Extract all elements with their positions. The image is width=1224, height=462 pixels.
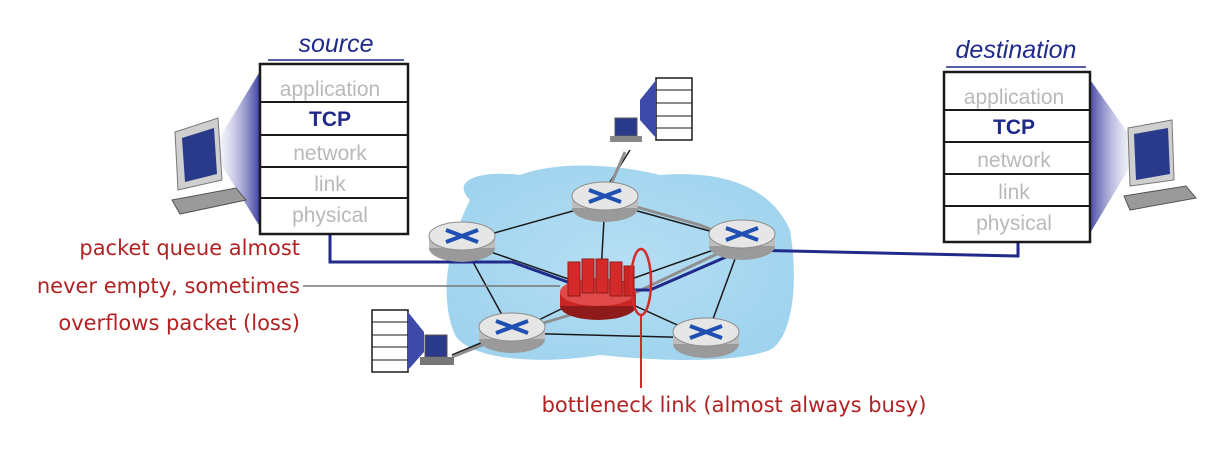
queue-note-line-1: packet queue almost: [79, 236, 300, 260]
source-computer-icon: [171, 117, 247, 215]
buffer-bottom-left: [371, 309, 424, 373]
source-stack: application TCP network link physical: [258, 62, 410, 236]
source-layer-application: application: [280, 78, 380, 101]
bottleneck-note: bottleneck link (almost always busy): [542, 393, 927, 417]
host-top: [610, 77, 693, 142]
queue-note-line-2: never empty, sometimes: [37, 274, 300, 298]
queue-note-line-3: overflows packet (loss): [58, 311, 300, 335]
source-layer-link: link: [314, 173, 346, 196]
host-bottom-left: [371, 309, 454, 373]
destination-layer-network: network: [977, 149, 1051, 172]
destination-title: destination: [956, 36, 1077, 64]
bottleneck-router: [560, 258, 636, 320]
source-layer-physical: physical: [292, 204, 368, 227]
source-layer-network: network: [293, 142, 367, 165]
source-title: source: [298, 30, 373, 58]
router-left: [428, 221, 496, 262]
source-layer-tcp: TCP: [309, 108, 351, 131]
router-right: [708, 219, 776, 260]
router-bottom-right: [672, 317, 740, 358]
destination-computer-icon: [1123, 119, 1197, 211]
destination-layer-link: link: [998, 181, 1030, 204]
destination-stack-beam: [1086, 74, 1140, 240]
source-stack-beam: [212, 68, 262, 230]
router-bottom-left: [478, 312, 546, 353]
buffer-top: [640, 77, 693, 141]
destination-layer-physical: physical: [976, 212, 1052, 235]
queue-buffer-icon: [567, 258, 635, 297]
destination-layer-tcp: TCP: [993, 116, 1035, 139]
destination-layer-application: application: [964, 86, 1064, 109]
router-top: [571, 181, 639, 222]
destination-stack: application TCP network link physical: [942, 70, 1092, 244]
